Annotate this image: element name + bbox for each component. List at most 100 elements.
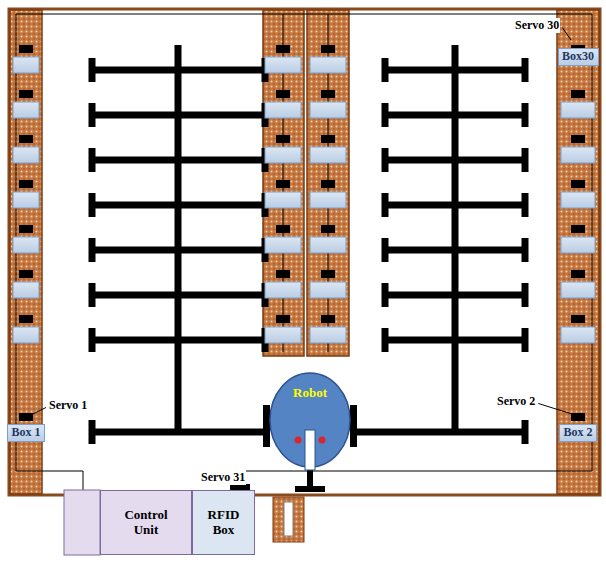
track-stop (522, 193, 529, 217)
track-stop (382, 148, 389, 172)
track-stop (89, 148, 96, 172)
servo-motor (321, 270, 335, 278)
storage-box: Box 2 (559, 424, 597, 442)
robot-body: Robot (269, 372, 351, 468)
track (92, 247, 265, 254)
servo-motor (19, 413, 33, 421)
shelf (557, 10, 599, 494)
track (92, 112, 265, 119)
track-stop (382, 238, 389, 262)
servo-motor (571, 413, 585, 421)
storage-box (310, 237, 346, 253)
track-stop (89, 103, 96, 127)
track-stop (382, 328, 389, 352)
storage-box (561, 282, 595, 298)
rfid-slot (284, 502, 293, 536)
rfid-box: RFID Box (192, 490, 255, 555)
control-unit: Control Unit (100, 490, 192, 555)
storage-box (561, 102, 595, 118)
robot-wheel (263, 405, 270, 447)
track-stop (522, 283, 529, 307)
storage-box (265, 237, 301, 253)
servo-motor (571, 270, 585, 278)
track-stop (522, 58, 529, 82)
storage-box (13, 147, 39, 163)
track-stop (382, 103, 389, 127)
track (92, 157, 265, 164)
storage-box (265, 282, 301, 298)
servo-motor (571, 180, 585, 188)
robot-stand (295, 468, 325, 489)
track-stop (89, 193, 96, 217)
storage-box: Box 1 (7, 424, 45, 442)
servo-label: Servo 30 (514, 18, 560, 33)
track (354, 429, 525, 436)
servo-motor (321, 45, 335, 53)
servo-motor (321, 135, 335, 143)
track-stop (382, 193, 389, 217)
track (385, 337, 525, 344)
storage-box (13, 237, 39, 253)
control-unit-label: Control Unit (115, 508, 177, 538)
track-stop (89, 238, 96, 262)
storage-box (265, 102, 301, 118)
servo-motor (276, 225, 290, 233)
track (92, 429, 266, 436)
box-label: Box 1 (11, 426, 40, 440)
rfid-shelf (273, 497, 304, 542)
servo-motor (19, 45, 33, 53)
servo-motor (321, 90, 335, 98)
servo-motor (19, 225, 33, 233)
track-stop (522, 420, 529, 444)
storage-box (265, 192, 301, 208)
servo-motor (571, 135, 585, 143)
sensor-dot (319, 437, 326, 444)
robot-body-label: Robot (293, 386, 327, 401)
floor-frame (9, 9, 600, 495)
rfid-box-label: RFID Box (202, 508, 246, 538)
servo-motor (276, 270, 290, 278)
track (385, 67, 525, 74)
storage-box (13, 327, 39, 343)
track-stop (382, 283, 389, 307)
servo-motor (19, 135, 33, 143)
storage-box (310, 192, 346, 208)
track-stop (89, 420, 96, 444)
track-stop (89, 58, 96, 82)
box-label: Box30 (562, 50, 594, 64)
servo-label: Servo 31 (200, 470, 246, 485)
track (92, 67, 265, 74)
track (385, 247, 525, 254)
track-stop (89, 328, 96, 352)
track-stop (382, 58, 389, 82)
servo-motor (19, 90, 33, 98)
servo-motor (321, 315, 335, 323)
storage-box (310, 147, 346, 163)
servo-wire (16, 14, 592, 490)
track (92, 292, 265, 299)
storage-box (310, 282, 346, 298)
storage-box (13, 282, 39, 298)
storage-box (310, 327, 346, 343)
storage-box (561, 192, 595, 208)
leader-line (562, 28, 571, 41)
control-panel (64, 490, 100, 555)
storage-box: Box30 (558, 48, 599, 66)
gripper-slot (305, 430, 315, 470)
track (385, 157, 525, 164)
servo-motor (276, 45, 290, 53)
sensor-dot (295, 437, 302, 444)
storage-box (265, 57, 301, 73)
servo-motor (276, 90, 290, 98)
storage-box (13, 102, 39, 118)
track (385, 292, 525, 299)
servo-motor (276, 135, 290, 143)
servo-motor (276, 180, 290, 188)
track (175, 45, 182, 432)
servo-motor (19, 180, 33, 188)
servo-motor (321, 180, 335, 188)
track (92, 337, 265, 344)
